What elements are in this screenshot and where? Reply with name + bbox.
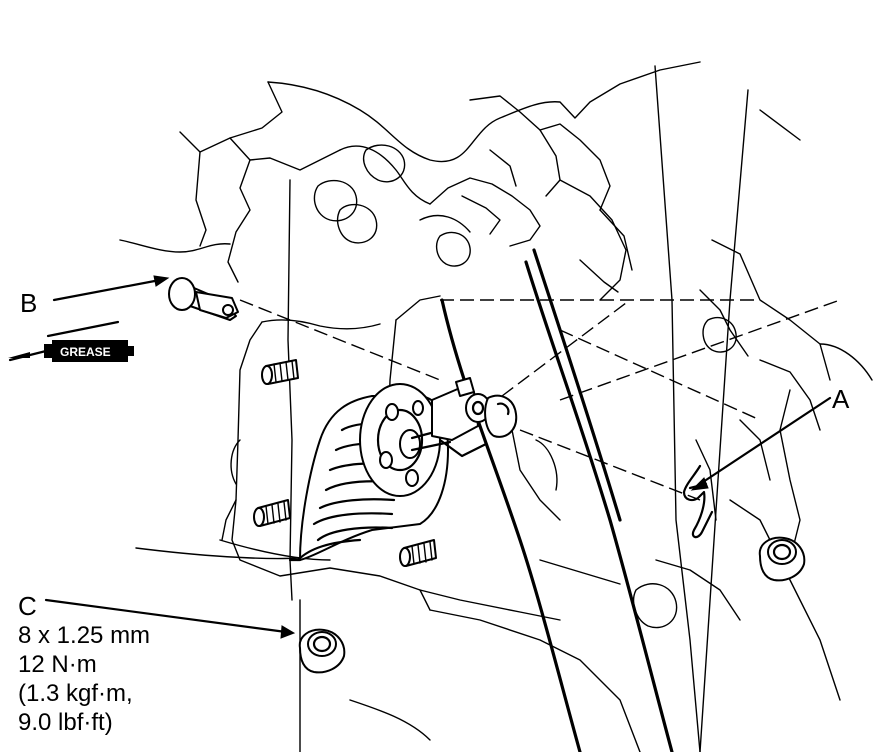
grease-symbol: GREASE xyxy=(8,320,134,362)
callout-c: C xyxy=(18,591,37,621)
mounting-studs xyxy=(253,359,437,567)
hydraulic-line xyxy=(440,248,674,752)
stud-lower xyxy=(253,499,291,527)
retaining-clip-a xyxy=(682,464,714,539)
torque-spec-c: 8 x 1.25 mm 12 N·m (1.3 kgf·m, 9.0 lbf·f… xyxy=(18,622,150,736)
leader-arrows xyxy=(44,275,832,639)
spec-c-line2: 12 N·m xyxy=(18,651,97,678)
slave-cylinder xyxy=(288,377,518,562)
clevis-pin-b xyxy=(168,277,239,321)
stud-right xyxy=(399,539,437,567)
flange-nut-c xyxy=(298,628,346,674)
stud-upper xyxy=(261,359,299,385)
callout-b: B xyxy=(20,288,37,318)
spec-c-line1: 8 x 1.25 mm xyxy=(18,622,150,649)
callout-a: A xyxy=(832,384,850,414)
spec-c-line4: 9.0 lbf·ft) xyxy=(18,709,113,736)
spec-c-line3: (1.3 kgf·m, xyxy=(18,680,133,707)
flange-nut-right xyxy=(758,536,806,582)
grease-label: GREASE xyxy=(60,345,111,359)
